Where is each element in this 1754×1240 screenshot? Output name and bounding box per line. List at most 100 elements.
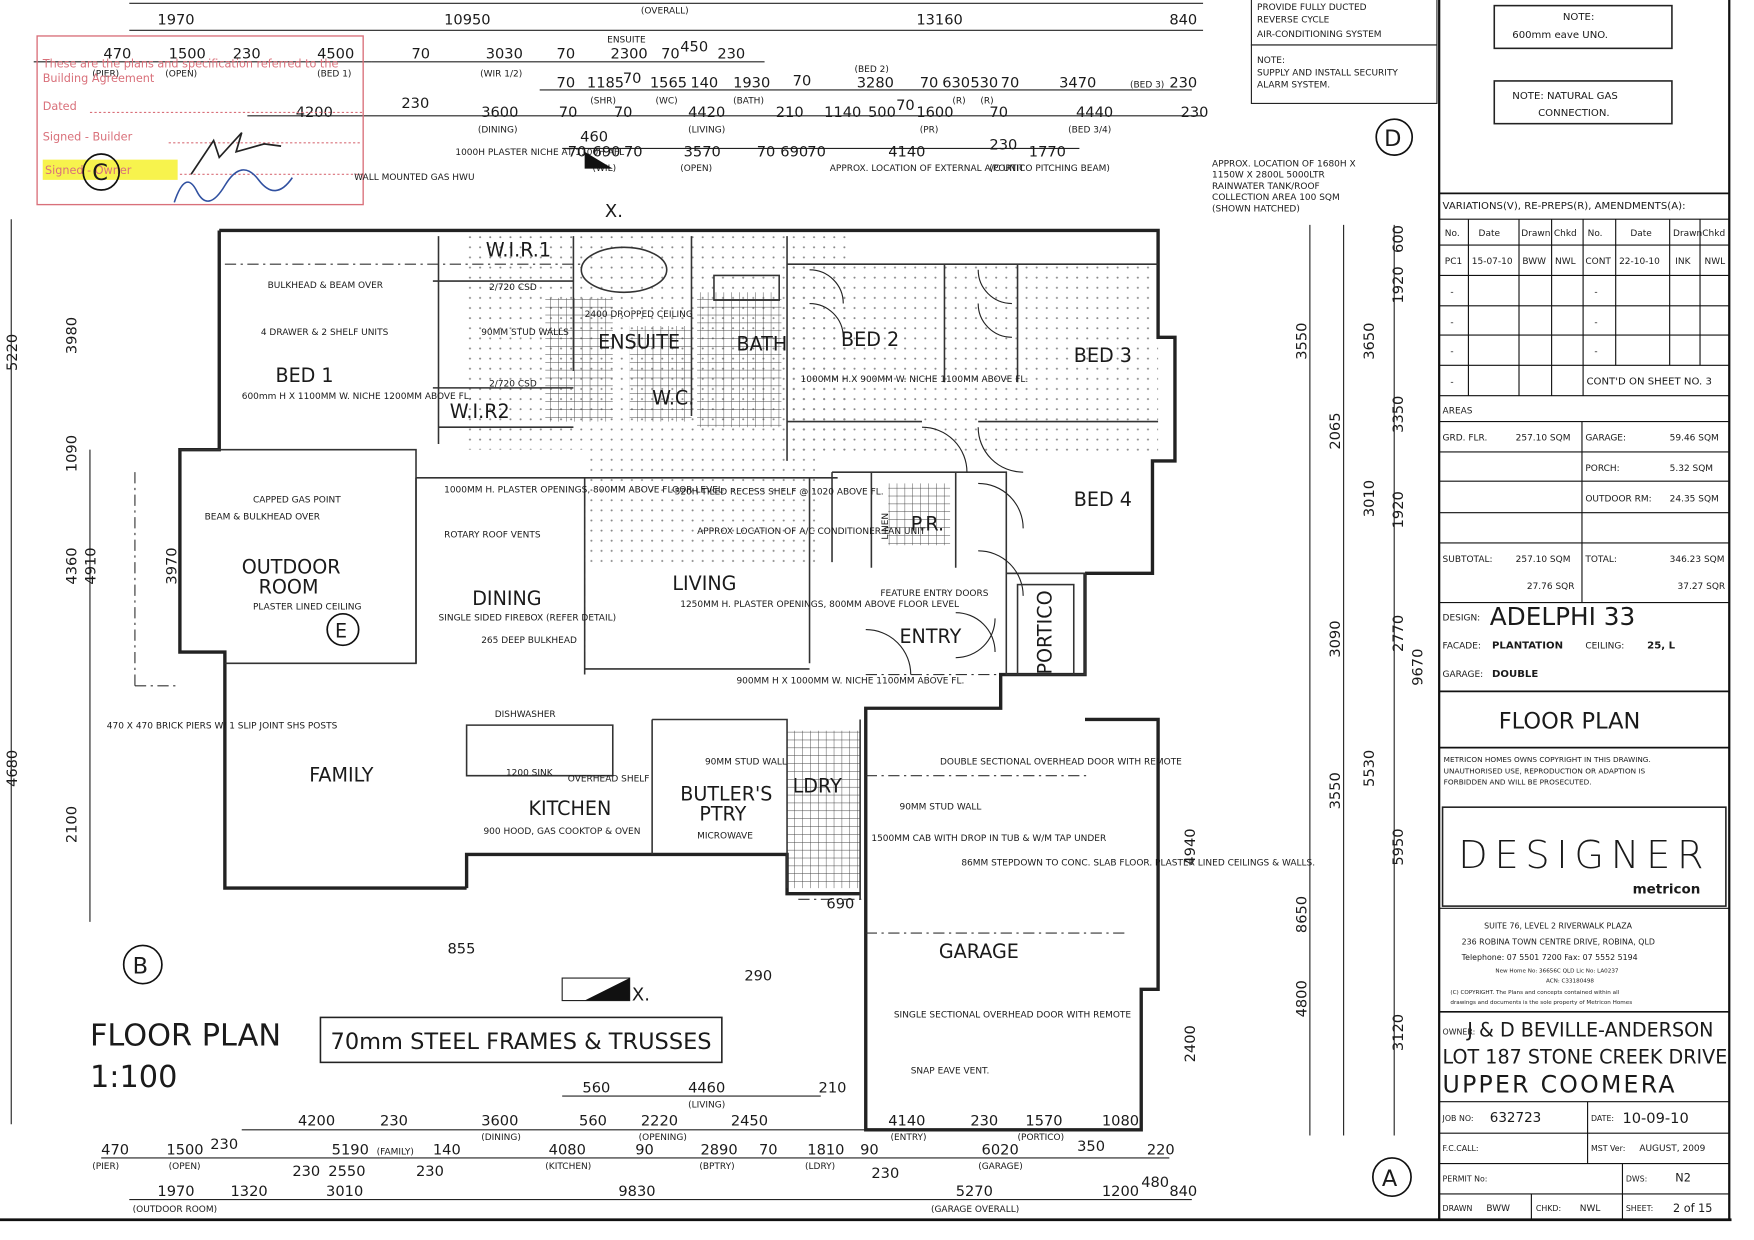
- dim-right: 1920: [1390, 491, 1407, 528]
- suburb: UPPER COOMERA: [1443, 1071, 1677, 1099]
- dim-top: 1140: [824, 104, 861, 121]
- dim-right: 600: [1390, 225, 1407, 253]
- svg-text:A: A: [1382, 1166, 1398, 1192]
- dim-bottom-label: (DINING): [481, 1133, 521, 1143]
- dim-top-label: (BATH): [733, 96, 764, 106]
- annotation: 900MM H X 1000MM W. NICHE 1100MM ABOVE F…: [736, 677, 964, 687]
- dim-top-label: (BED 3/4): [1068, 126, 1111, 136]
- dim-bottom: 230: [292, 1163, 320, 1180]
- owner-signature: [173, 169, 293, 203]
- var-cell: INK: [1675, 257, 1691, 267]
- ac-note: REVERSE CYCLE: [1257, 15, 1330, 25]
- date-value: 10-09-10: [1622, 1110, 1688, 1127]
- var-col-header: Date: [1479, 229, 1501, 239]
- room-label-bed4: BED 4: [1074, 488, 1132, 511]
- room-label-bed1: BED 1: [275, 364, 333, 387]
- security-note: ALARM SYSTEM.: [1257, 81, 1330, 91]
- dim-top: 13160: [916, 12, 962, 29]
- variations-table: No. Date Drawn Chkd No. Date Drawn Chkd …: [1439, 218, 1730, 397]
- dim-right: 3090: [1327, 620, 1344, 657]
- dim-bottom: 560: [582, 1080, 610, 1097]
- right-dimension-strings: 600 1920 3650 3550 2065 3010 3350 1920 3…: [1182, 224, 1426, 1136]
- dim-top-label: (OPEN): [165, 69, 197, 79]
- chkd-value: NWL: [1580, 1204, 1601, 1214]
- dim-bottom-label: (ENTRY): [890, 1133, 926, 1143]
- sheet-label: SHEET:: [1626, 1204, 1653, 1213]
- section-markers: C D E B A: [82, 118, 1414, 1197]
- area-label: GRD. FLR.: [1443, 434, 1488, 444]
- rainwater-note: COLLECTION AREA 100 SQM: [1212, 193, 1340, 203]
- dim-top: 1565: [650, 75, 687, 92]
- annotation: 265 DEEP BULKHEAD: [481, 636, 577, 646]
- chkd-label: CHKD:: [1536, 1204, 1561, 1213]
- dim-top: 4500: [317, 45, 354, 62]
- dim-left: 4680: [4, 750, 21, 787]
- room-label-ldry: LDRY: [793, 775, 842, 798]
- room-label-outdoor-2: ROOM: [259, 576, 319, 599]
- room-label-linen: LINEN: [881, 513, 891, 540]
- dim-top: 70: [559, 104, 578, 121]
- kitchen-island: [465, 724, 614, 777]
- top-dimension-strings: 1970 10950 (OVERALL) 13160 840 470 1500 …: [33, 2, 1208, 174]
- dim-right: 4940: [1182, 828, 1199, 865]
- annotation: 1250MM H. PLASTER OPENINGS, 800MM ABOVE …: [680, 600, 959, 610]
- var-cell: -: [1450, 377, 1453, 387]
- ceiling-label: CEILING:: [1585, 642, 1624, 652]
- dim-top: 530: [970, 75, 998, 92]
- dim-top-label: (BED 1): [317, 69, 351, 79]
- dim-bottom: 4200: [298, 1112, 335, 1129]
- dim-top: 3280: [857, 75, 894, 92]
- address-line: (C) COPYRIGHT. The Plans and concepts co…: [1450, 990, 1619, 996]
- var-col-header: Chkd: [1702, 229, 1725, 239]
- dim-top: 1770: [1029, 143, 1066, 160]
- dim-bottom: 230: [380, 1112, 408, 1129]
- dim-top-label: (WIL): [593, 164, 617, 174]
- dim-bottom: 90: [635, 1142, 654, 1159]
- dim-top: 1500: [169, 45, 206, 62]
- room-label-pr: P.R.: [911, 513, 944, 536]
- gas-note: NOTE: NATURAL GAS: [1512, 91, 1618, 102]
- var-col-header: Date: [1630, 229, 1652, 239]
- dim-left: 1090: [63, 435, 80, 472]
- address-line: drawings and documents is the sole prope…: [1450, 1000, 1632, 1006]
- var-cell: NWL: [1705, 257, 1726, 267]
- dim-right: 2400: [1182, 1025, 1199, 1062]
- dim-top-label: ENSUITE: [607, 36, 646, 46]
- dim-top: 70: [1001, 75, 1020, 92]
- annotation: SINGLE SECTIONAL OVERHEAD DOOR WITH REMO…: [894, 1010, 1132, 1020]
- facade-label: FACADE:: [1443, 642, 1481, 652]
- annotation: WALL MOUNTED GAS HWU: [354, 173, 474, 183]
- address-line: ACN: C33180498: [1546, 979, 1594, 985]
- room-label-butlers-2: PTRY: [699, 803, 746, 826]
- dim-bottom: 350: [1077, 1138, 1105, 1155]
- dim-top-label: (WC): [656, 96, 678, 106]
- section-cut-label: X.: [605, 201, 623, 222]
- room-label-bath: BATH: [736, 333, 787, 356]
- brand-sub: metricon: [1633, 882, 1701, 898]
- annotation: DOUBLE SECTIONAL OVERHEAD DOOR WITH REMO…: [940, 757, 1182, 767]
- dim-top-label: (BED 2): [855, 65, 889, 75]
- dim-left: 3980: [63, 317, 80, 354]
- var-cell: CONT'D ON SHEET NO. 3: [1586, 376, 1711, 387]
- var-cell: 15-07-10: [1472, 257, 1513, 267]
- dim-top-label: (R): [952, 96, 965, 106]
- annotation: 600mm H X 1100MM W. NICHE 1200MM ABOVE F…: [242, 392, 472, 402]
- rainwater-note: (SHOWN HATCHED): [1212, 204, 1300, 214]
- section-marker-e: E: [326, 612, 360, 647]
- area-label: PORCH:: [1585, 464, 1619, 474]
- room-label-kitchen: KITCHEN: [528, 797, 611, 820]
- dim-left: 5220: [4, 334, 21, 371]
- room-label-dining: DINING: [472, 587, 541, 610]
- dim-right: 9670: [1409, 649, 1426, 686]
- dim-top-label: (WIR 1/2): [480, 69, 522, 79]
- section-marker-b: B: [122, 944, 163, 985]
- dim-bottom: 1200: [1102, 1183, 1139, 1200]
- ac-note: AIR-CONDITIONING SYSTEM: [1257, 30, 1381, 40]
- dim-right: 2065: [1327, 412, 1344, 449]
- dim-top: 230: [717, 45, 745, 62]
- room-label-garage: GARAGE: [939, 940, 1019, 963]
- stamp-line: Building Agreement: [43, 72, 155, 85]
- dim-top: 3030: [486, 45, 523, 62]
- dim-bottom-label: (LDRY): [805, 1162, 835, 1172]
